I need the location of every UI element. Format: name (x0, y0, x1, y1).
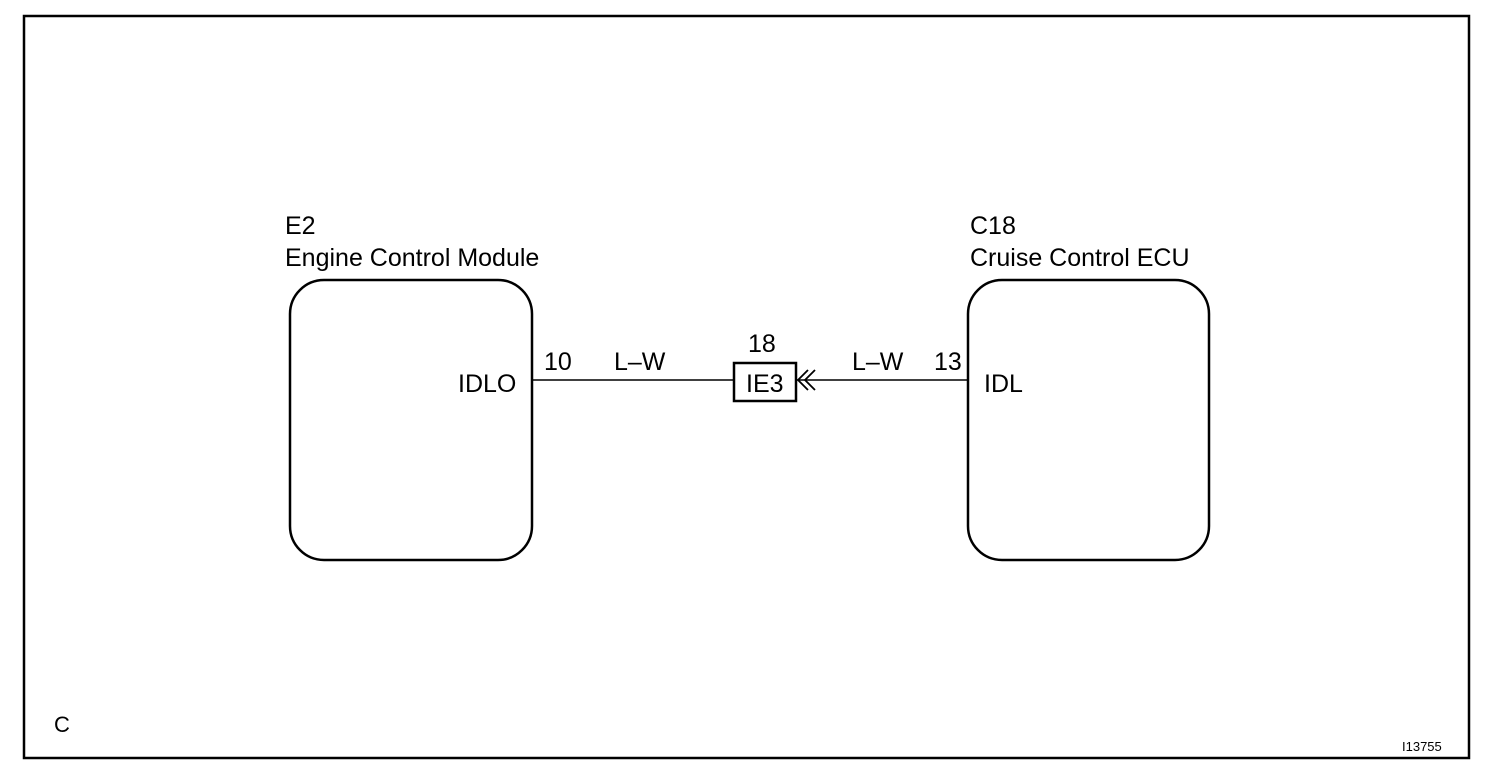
connector-box (732, 361, 798, 403)
ecm-code: E2 (285, 212, 316, 240)
corner-code: C (54, 712, 70, 737)
ecm-pin-number: 10 (544, 348, 572, 376)
ecm-terminal-label: IDLO (458, 370, 516, 398)
cruise-ecu-name: Cruise Control ECU (970, 244, 1190, 272)
wire-left-color: L–W (614, 348, 666, 376)
wire-right-color: L–W (852, 348, 904, 376)
cruise-ecu-box (966, 278, 1211, 562)
cruise-ecu-pin-number: 13 (934, 348, 962, 376)
ecm-box (288, 278, 534, 562)
cruise-ecu-code: C18 (970, 212, 1016, 240)
connector-pin-number: 18 (748, 330, 776, 358)
figure-id: I13755 (1402, 739, 1442, 754)
cruise-ecu-terminal-label: IDL (984, 370, 1023, 398)
ecm-name: Engine Control Module (285, 244, 539, 272)
diagram-frame (22, 14, 1471, 760)
connector-id: IE3 (746, 370, 784, 398)
